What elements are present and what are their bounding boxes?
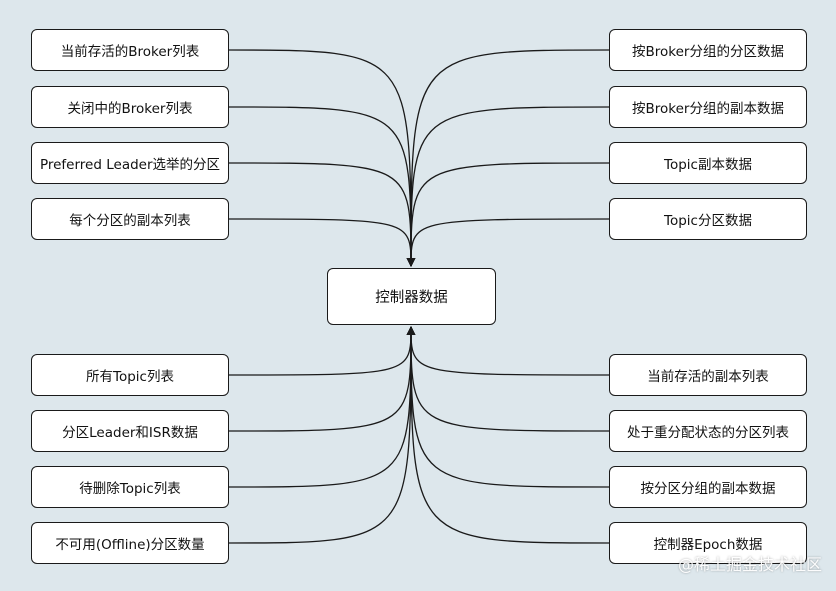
right-top-label-3: Topic副本数据 [664,157,752,173]
edge-left-bottom-1 [228,326,416,376]
left-bottom-label-4: 不可用(Offline)分区数量 [55,537,205,553]
right-bottom-label-3: 按分区分组的副本数据 [640,481,776,497]
left-bottom-label-1: 所有Topic列表 [86,369,174,385]
left-top-box-3: Preferred Leader选举的分区 [31,142,229,184]
right-top-box-1: 按Broker分组的分区数据 [609,29,807,71]
left-bottom-box-4: 不可用(Offline)分区数量 [31,522,229,564]
edge-left-top-3 [228,162,416,267]
center-box: 控制器数据 [327,268,496,325]
right-bottom-box-4: 控制器Epoch数据 [609,522,807,564]
right-top-label-1: 按Broker分组的分区数据 [632,44,784,60]
left-bottom-box-3: 待删除Topic列表 [31,466,229,508]
edge-left-top-1 [228,49,416,267]
edge-right-bottom-1 [406,326,610,376]
edge-right-top-1 [406,49,610,267]
left-top-label-3: Preferred Leader选举的分区 [39,157,221,173]
left-bottom-label-3: 待删除Topic列表 [79,481,181,497]
right-top-label-4: Topic分区数据 [664,213,752,229]
left-top-box-4: 每个分区的副本列表 [31,198,229,240]
right-bottom-label-1: 当前存活的副本列表 [647,369,769,385]
center-label: 控制器数据 [375,290,448,306]
edge-left-top-2 [228,106,416,267]
edge-right-bottom-3 [406,326,610,488]
left-bottom-label-2: 分区Leader和ISR数据 [62,425,198,441]
edge-left-top-4 [228,218,416,267]
left-top-label-4: 每个分区的副本列表 [69,213,191,229]
right-bottom-box-3: 按分区分组的副本数据 [609,466,807,508]
right-top-box-4: Topic分区数据 [609,198,807,240]
watermark: @稀土掘金技术社区 [677,555,822,574]
right-top-box-2: 按Broker分组的副本数据 [609,86,807,128]
right-bottom-box-2: 处于重分配状态的分区列表 [609,410,807,452]
edge-right-bottom-4 [406,326,610,544]
left-top-box-2: 关闭中的Broker列表 [31,86,229,128]
edge-right-top-3 [406,162,610,267]
right-bottom-label-4: 控制器Epoch数据 [653,537,763,553]
right-top-label-2: 按Broker分组的副本数据 [632,101,784,117]
edge-left-bottom-2 [228,326,416,432]
edge-right-top-4 [406,218,610,267]
left-top-label-2: 关闭中的Broker列表 [67,101,193,117]
left-bottom-box-1: 所有Topic列表 [31,354,229,396]
left-top-box-1: 当前存活的Broker列表 [31,29,229,71]
right-bottom-box-1: 当前存活的副本列表 [609,354,807,396]
left-bottom-box-2: 分区Leader和ISR数据 [31,410,229,452]
left-top-label-1: 当前存活的Broker列表 [60,44,200,60]
edge-right-bottom-2 [406,326,610,432]
right-top-box-3: Topic副本数据 [609,142,807,184]
edge-left-bottom-4 [228,326,416,544]
right-bottom-label-2: 处于重分配状态的分区列表 [627,425,789,441]
edge-right-top-2 [406,106,610,267]
edge-left-bottom-3 [228,326,416,488]
